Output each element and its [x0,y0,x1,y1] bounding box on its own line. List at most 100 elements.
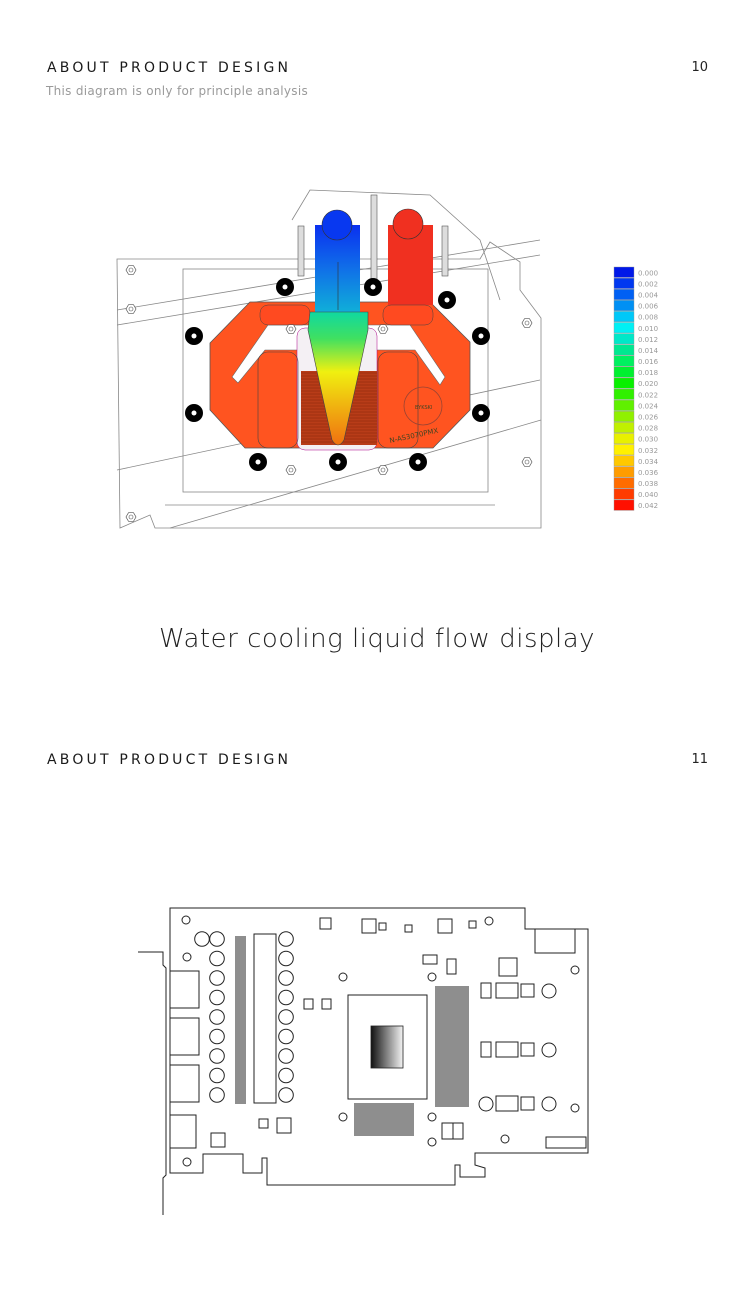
memory-pad [435,986,469,1107]
capacitor-icon [278,1028,294,1045]
memory-pad [354,1103,414,1136]
legend-swatch [613,322,635,334]
legend-label: 0.014 [638,347,659,355]
legend-swatch [613,377,635,389]
capacitor-icon [209,1087,225,1103]
hex-nut-icon [125,304,137,314]
legend-swatch [613,422,635,433]
legend-label: 0.016 [638,358,659,366]
legend-label: 0.028 [638,425,658,433]
flow-funnel [307,311,369,446]
io-bracket [138,951,167,1215]
legend-swatch [613,399,635,411]
logo-icon [403,386,443,426]
hex-nut-icon [285,324,297,334]
capacitor-icon [278,1009,294,1025]
power-connector [534,929,576,954]
legend-label: 0.030 [638,436,658,444]
capacitor-icon [209,989,225,1006]
flow-color-legend: 0.000 0.002 0.004 0.006 0.008 0.010 0.012 0.014… [613,266,659,511]
legend-swatch [613,444,635,456]
legend-swatch [613,455,635,467]
outlet-port [392,208,424,240]
mounting-holes [185,278,490,471]
pcb-outline [169,907,589,1186]
legend-swatch [613,410,635,422]
legend-swatch [613,499,635,511]
hex-nut-icon [125,265,137,275]
legend-swatch [613,277,635,289]
legend-swatch [613,344,635,356]
legend-swatch [613,288,635,300]
legend-swatch [613,300,635,311]
capacitor-icon [209,931,225,947]
legend-label: 0.018 [638,369,658,377]
gpu-package [347,994,428,1100]
legend-label: 0.020 [638,380,658,388]
diagram-caption: Water cooling liquid flow display [158,624,596,654]
legend-label: 0.002 [638,280,658,288]
hex-nut-icon [125,512,137,522]
display-port [169,970,200,1009]
legend-swatch [613,433,635,445]
capacitor-icon [209,1028,225,1045]
legend-swatch [613,466,635,478]
capacitor-icon [209,950,225,967]
section-header: ABOUT PRODUCT DESIGN [47,60,292,76]
hex-nuts [125,265,533,522]
legend-label: 0.008 [638,314,658,322]
hex-nut-icon [377,465,389,475]
legend-label: 0.032 [638,447,658,455]
capacitor-icon [209,970,225,986]
capacitor-icon [278,1067,294,1084]
legend-label: 0.034 [638,458,659,466]
legend-label: 0.036 [638,469,659,477]
legend-swatch [613,388,635,400]
capacitor-icon [209,1048,225,1064]
legend-label: 0.000 [638,269,658,277]
capacitors [181,915,580,1167]
capacitor-icon [278,989,294,1006]
hex-nut-icon [377,324,389,334]
inductor-strip [253,933,277,1104]
page-number-2: 11 [691,752,708,767]
legend-swatch [613,333,635,345]
capacitor-icon [209,1009,225,1025]
legend-swatch [613,266,635,278]
capacitor-icon [209,1067,225,1084]
legend-label: 0.012 [638,336,658,344]
legend-swatch [613,311,635,323]
section-header-2: ABOUT PRODUCT DESIGN [47,752,292,768]
hex-nut-icon [521,457,533,467]
hdmi-port [169,1114,197,1149]
capacitor-icon [278,1087,294,1103]
capacitor-icon [278,970,294,986]
inlet-port [321,209,353,241]
page-number: 10 [691,60,708,75]
legend-swatch [613,488,635,500]
legend-label: 0.038 [638,480,658,488]
capacitor-icon [278,1048,294,1064]
legend-label: 0.026 [638,414,659,422]
legend-swatch [613,366,635,378]
legend-label: 0.006 [638,303,659,311]
display-port [169,1064,200,1103]
legend-label: 0.010 [638,325,658,333]
hex-nut-icon [285,465,297,475]
legend-swatch [613,477,635,489]
capacitor-icon [278,931,294,947]
legend-swatch [613,355,635,367]
display-port [169,1017,200,1056]
legend-label: 0.042 [638,502,658,510]
hex-nut-icon [521,318,533,328]
legend-label: 0.024 [638,402,659,410]
subtitle: This diagram is only for principle analy… [46,84,309,98]
legend-label: 0.022 [638,391,658,399]
water-flow-diagram: BYKSKI N-AS3070PMX 0.0000.0020.0040.0060… [116,189,659,529]
legend-label: 0.004 [638,292,659,300]
heatpad-strip [235,936,246,1104]
gpu-die [370,1025,404,1069]
legend-label: 0.040 [638,491,658,499]
logo-text: BYKSKI [415,405,432,411]
